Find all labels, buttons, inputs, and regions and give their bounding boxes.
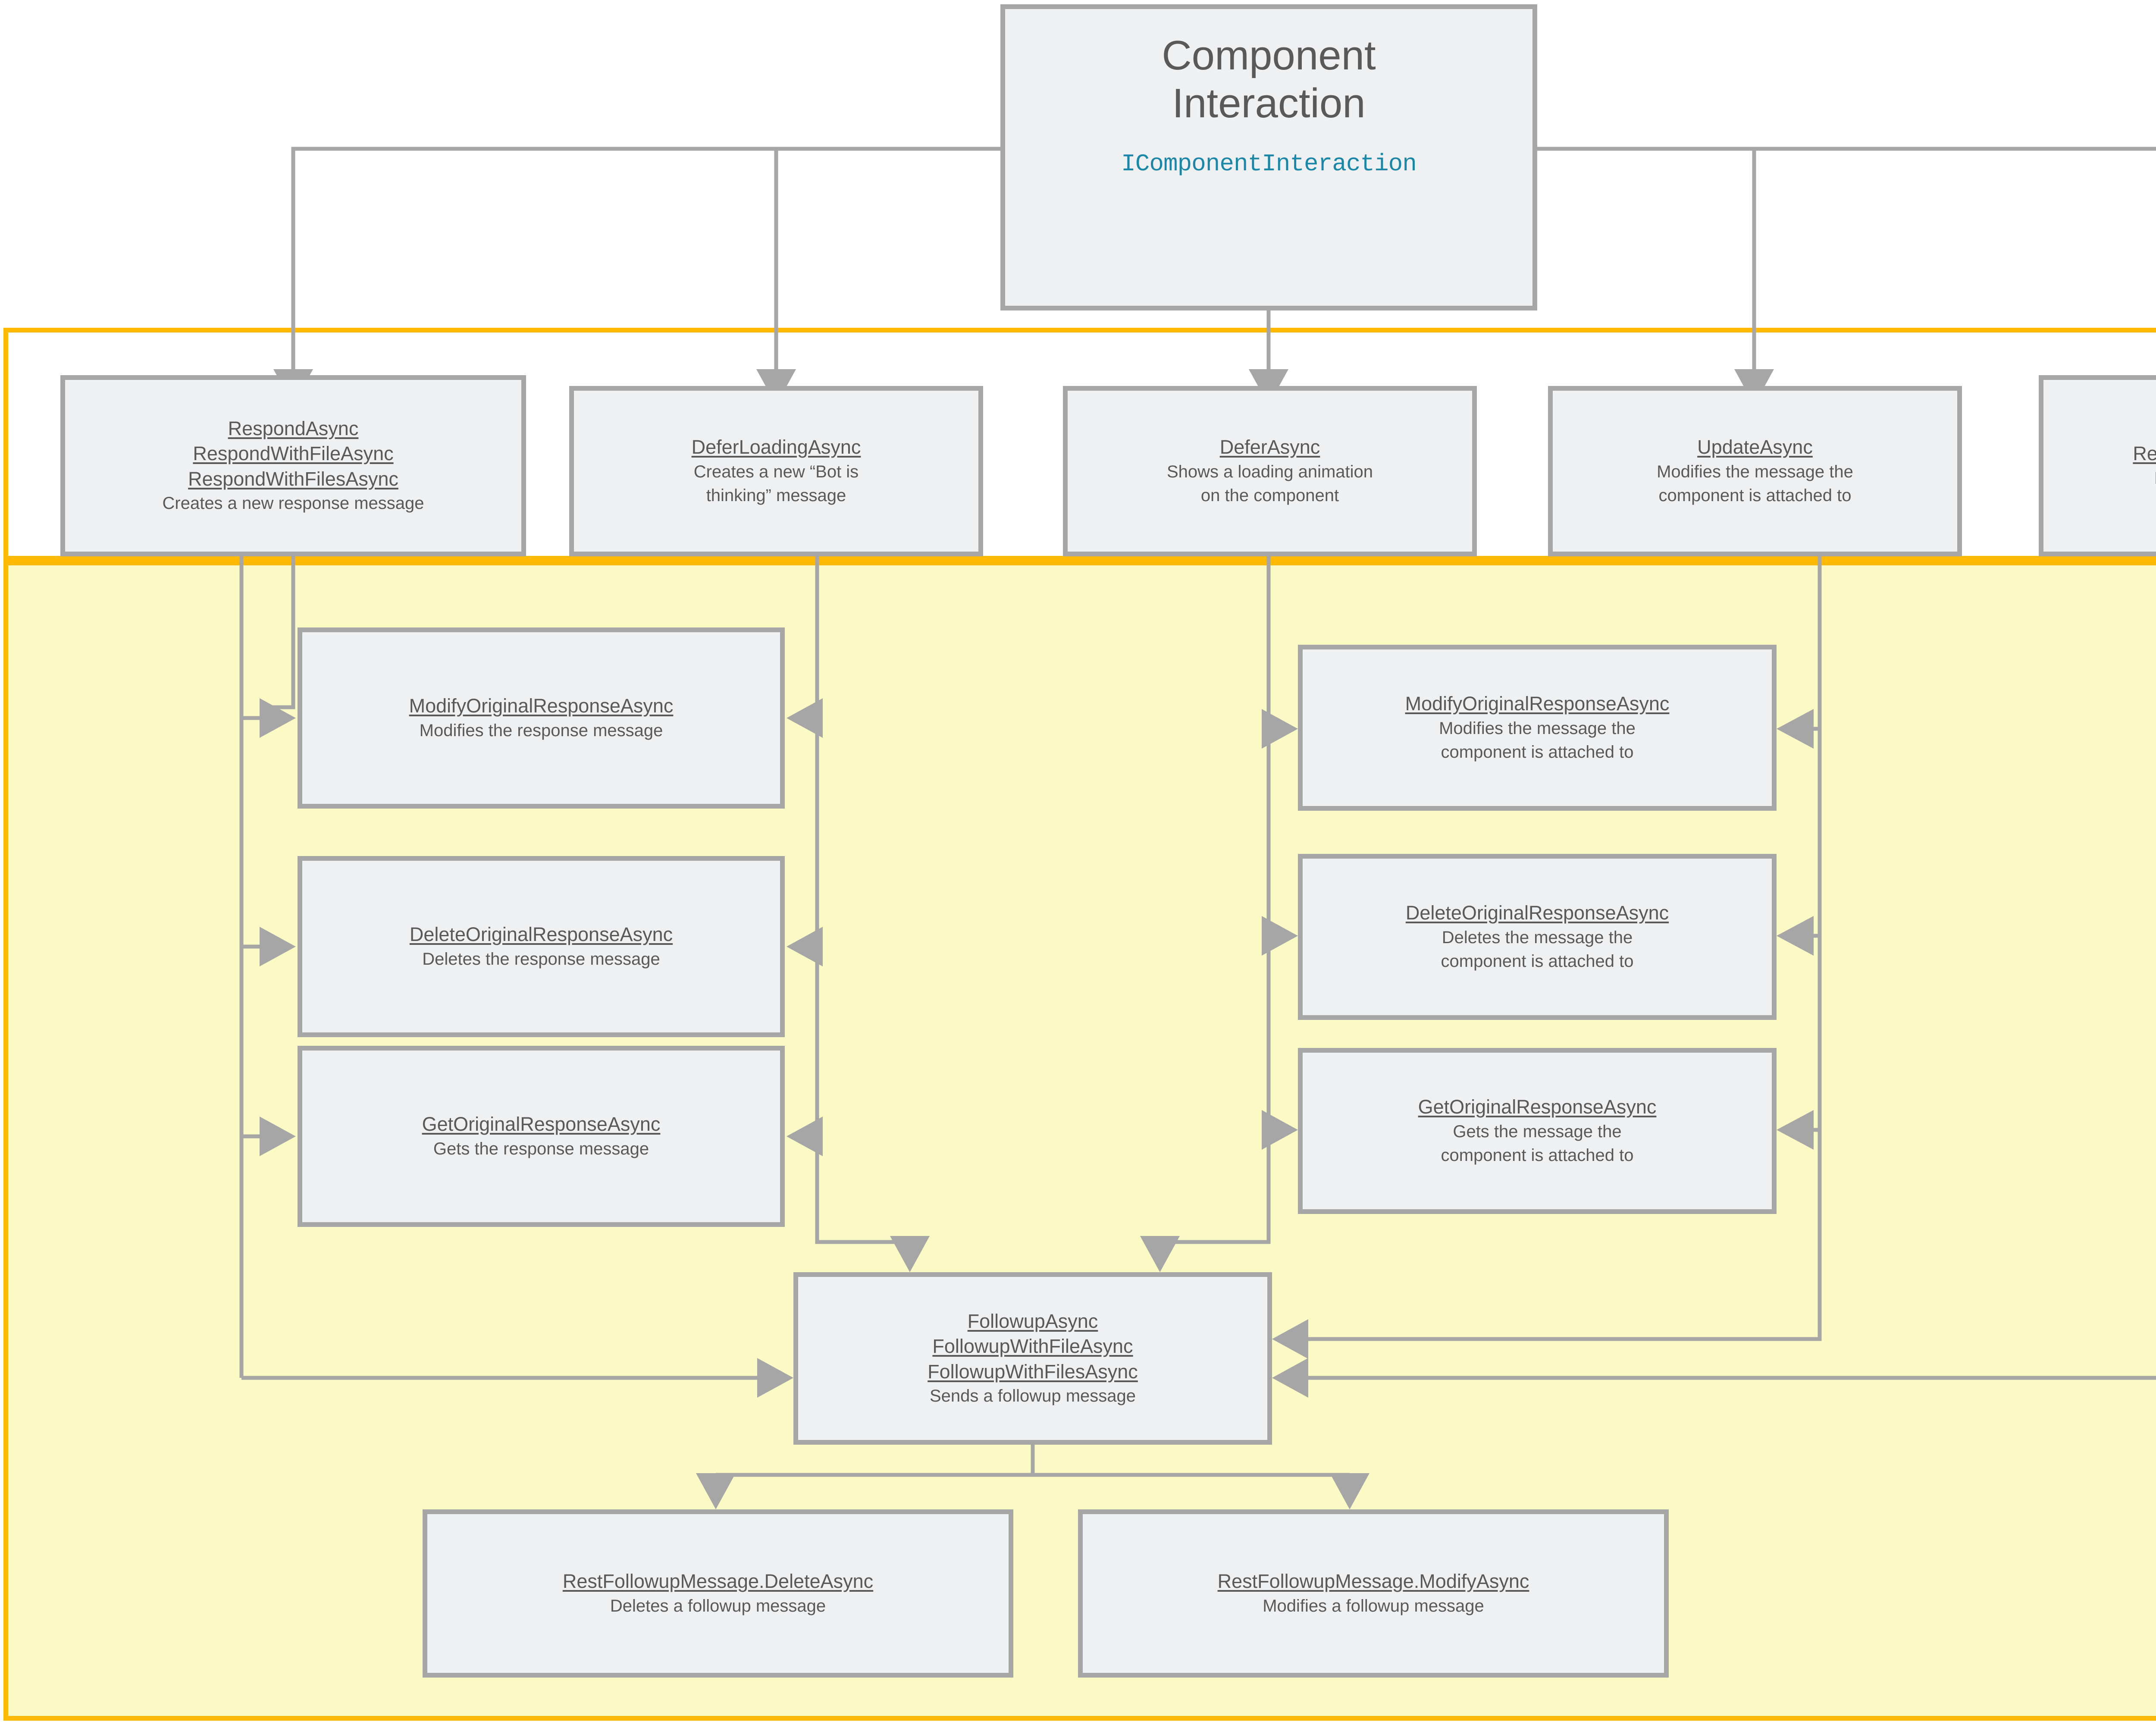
node-mid-delete-original-response-async[interactable]: DeleteOriginalResponseAsync Deletes the … (1298, 854, 1777, 1020)
method-name: DeferLoadingAsync (691, 436, 861, 458)
method-description: Deletes the response message (422, 949, 660, 969)
node-respond-with-modal-async[interactable]: RespondWithModalAsync Responds with a mo… (2039, 375, 2156, 556)
method-description: Shows a loading animation (1166, 462, 1373, 481)
method-description: component is attached to (1441, 951, 1634, 971)
method-description: Creates a new response message (162, 494, 424, 513)
node-component-interaction[interactable]: Component Interaction IComponentInteract… (1000, 4, 1537, 310)
method-description: Modifies the message the (1657, 462, 1853, 481)
method-name: RestFollowupMessage.DeleteAsync (562, 1570, 874, 1593)
method-name: DeleteOriginalResponseAsync (1405, 902, 1669, 924)
method-description: Modifies the response message (419, 721, 663, 740)
method-name: RespondWithFilesAsync (188, 467, 398, 490)
method-description: component is attached to (1658, 486, 1852, 505)
method-name: FollowupWithFileAsync (932, 1335, 1133, 1358)
method-name: RespondWithModalAsync (2133, 442, 2156, 465)
method-name: UpdateAsync (1697, 436, 1813, 458)
node-rest-followup-message-modify-async[interactable]: RestFollowupMessage.ModifyAsync Modifies… (1078, 1509, 1669, 1678)
method-description: component is attached to (1441, 1145, 1634, 1165)
method-description: Creates a new “Bot is (693, 462, 859, 481)
node-left-get-original-response-async[interactable]: GetOriginalResponseAsync Gets the respon… (298, 1046, 785, 1227)
node-mid-get-original-response-async[interactable]: GetOriginalResponseAsync Gets the messag… (1298, 1048, 1777, 1214)
method-name: RespondAsync (228, 417, 359, 439)
method-name: DeferAsync (1219, 436, 1320, 458)
root-title-line1: Component (1162, 32, 1376, 78)
node-left-delete-original-response-async[interactable]: DeleteOriginalResponseAsync Deletes the … (298, 856, 785, 1037)
method-name: DeleteOriginalResponseAsync (409, 923, 673, 946)
method-name: GetOriginalResponseAsync (422, 1113, 661, 1135)
method-description: Gets the message the (1453, 1122, 1622, 1141)
method-description: Sends a followup message (929, 1386, 1136, 1406)
node-mid-modify-original-response-async[interactable]: ModifyOriginalResponseAsync Modifies the… (1298, 645, 1777, 811)
node-respond-async[interactable]: RespondAsync RespondWithFileAsync Respon… (60, 375, 526, 556)
method-description: Modifies a followup message (1263, 1596, 1484, 1615)
method-name: RespondWithFileAsync (193, 442, 394, 465)
node-update-async[interactable]: UpdateAsync Modifies the message the com… (1548, 386, 1962, 556)
method-name: FollowupAsync (967, 1310, 1098, 1332)
node-defer-async[interactable]: DeferAsync Shows a loading animation on … (1063, 386, 1477, 556)
node-followup-async[interactable]: FollowupAsync FollowupWithFileAsync Foll… (793, 1272, 1272, 1445)
node-rest-followup-message-delete-async[interactable]: RestFollowupMessage.DeleteAsync Deletes … (423, 1509, 1013, 1678)
method-description: Gets the response message (433, 1139, 649, 1158)
method-description: on the component (1200, 486, 1339, 505)
method-name: ModifyOriginalResponseAsync (409, 695, 674, 717)
method-description: thinking” message (706, 486, 846, 505)
method-name: RestFollowupMessage.ModifyAsync (1217, 1570, 1529, 1593)
root-title-line2: Interaction (1172, 80, 1366, 127)
method-description: Modifies the message the (1439, 718, 1636, 738)
method-name: FollowupWithFilesAsync (928, 1360, 1138, 1383)
method-description: Deletes the message the (1442, 928, 1633, 947)
method-description: Responds with a modal (2154, 467, 2156, 490)
method-name: ModifyOriginalResponseAsync (1405, 693, 1670, 715)
method-name: GetOriginalResponseAsync (1418, 1096, 1657, 1118)
node-defer-loading-async[interactable]: DeferLoadingAsync Creates a new “Bot is … (569, 386, 983, 556)
method-description: Deletes a followup message (610, 1596, 826, 1615)
node-left-modify-original-response-async[interactable]: ModifyOriginalResponseAsync Modifies the… (298, 627, 785, 809)
method-description: component is attached to (1441, 742, 1634, 762)
root-interface-name: IComponentInteraction (1121, 150, 1417, 178)
